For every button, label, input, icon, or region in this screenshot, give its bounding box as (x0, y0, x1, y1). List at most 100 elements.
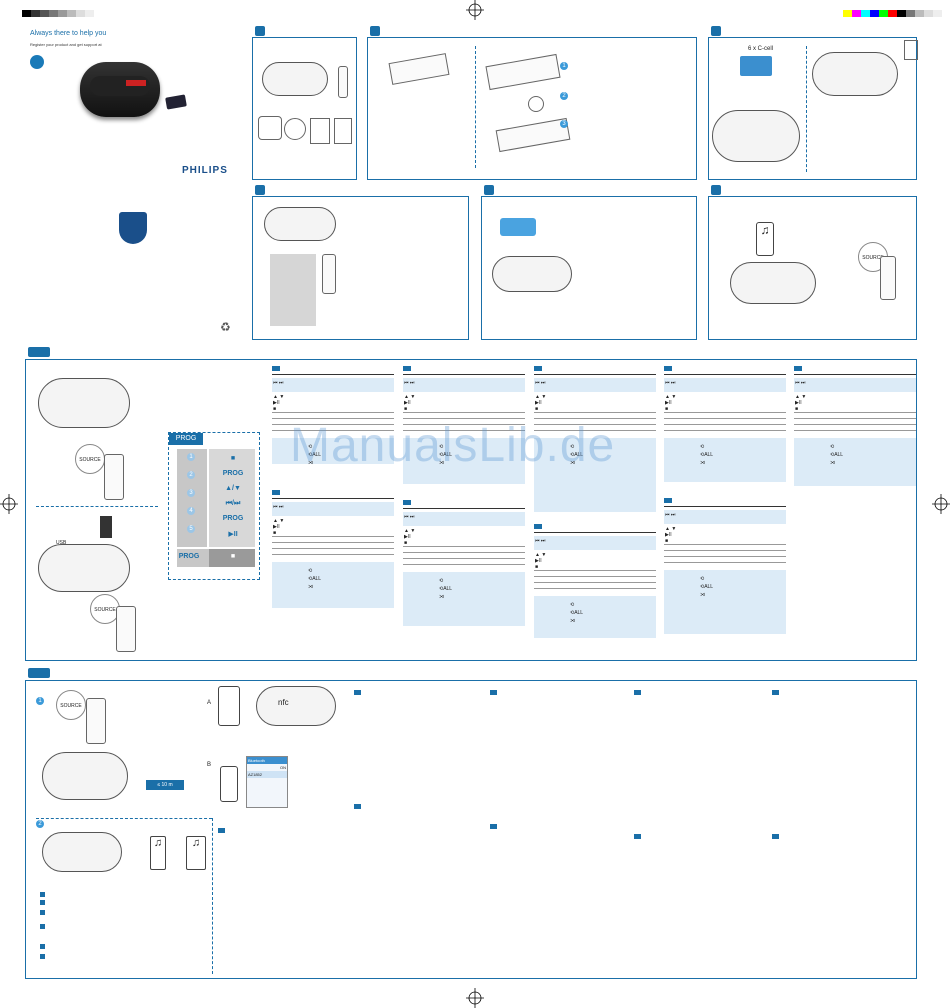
col-shade-bottom (403, 438, 525, 484)
col-rule (664, 506, 786, 507)
coin-battery (528, 96, 544, 112)
col-line (272, 548, 394, 549)
col-line (272, 424, 394, 425)
col-shade-bottom (664, 570, 786, 634)
col-line (403, 418, 525, 419)
repeat-one-icon: ⟲ (308, 444, 313, 450)
speaker-charge (492, 256, 572, 292)
repeat-all-icon: ⟲ALL (570, 610, 584, 616)
program-step-2: 2 (187, 471, 195, 479)
col-header-mark-2 (534, 366, 542, 371)
col-header-mark-1 (403, 366, 411, 371)
color-bar-left-swatch (85, 10, 94, 17)
bt-bullet-2 (40, 910, 45, 915)
col-line (403, 412, 525, 413)
stop-label: ■ (535, 406, 539, 412)
updown-label: ▲ ▼ (535, 394, 547, 400)
music-player: ♫ (756, 222, 774, 256)
step-3: 3 (560, 120, 568, 128)
program-action-3: ▲/▼ (225, 485, 241, 492)
col-line (664, 544, 786, 545)
col-line (272, 430, 394, 431)
repeat-all-icon: ⟲ALL (830, 452, 844, 458)
bt-section-mark-2 (634, 690, 641, 695)
speaker-nfc (256, 686, 336, 726)
col-line (272, 412, 394, 413)
color-bar-right-swatch (843, 10, 852, 17)
color-bar-right-swatch (852, 10, 861, 17)
bt-step-1: 1 (36, 697, 44, 705)
color-bar-right-swatch (924, 10, 933, 17)
stop-label: ■ (665, 406, 669, 412)
program-cancel-label: PROG (178, 553, 200, 560)
bt-dialog-on[interactable]: ON (280, 765, 286, 770)
step-1: 1 (560, 62, 568, 70)
color-bar-left (22, 4, 103, 17)
step-2: 2 (560, 92, 568, 100)
remote-usb (116, 606, 136, 652)
bt-divider (36, 818, 212, 819)
col-line (794, 430, 916, 431)
phone-charging (500, 218, 536, 236)
repeat-one-icon: ⟲ (570, 602, 575, 608)
bt-bullet-0 (40, 892, 45, 897)
program-step-5: 5 (187, 525, 195, 533)
skip-label: ⏮ ⏭ (535, 538, 546, 544)
remote-audio-in (880, 256, 896, 300)
col-line (664, 424, 786, 425)
color-bar-right-swatch (870, 10, 879, 17)
col-rule (534, 374, 656, 375)
col-line (403, 564, 525, 565)
color-bar-right-swatch (933, 10, 942, 17)
updown-label: ▲ ▼ (404, 394, 416, 400)
col-header-mark-4 (794, 366, 802, 371)
color-bar-right-swatch (861, 10, 870, 17)
clock-icon (255, 185, 265, 195)
bt-section-mark-4 (354, 804, 361, 809)
bt-dialog-title: Bluetooth (247, 757, 287, 764)
adapter-illustration (258, 116, 282, 140)
source-button-usb[interactable]: SOURCE (90, 594, 120, 624)
skip-label: ⏮ ⏭ (665, 512, 676, 518)
repeat-all-icon: ⟲ALL (700, 584, 714, 590)
col-shade-bottom (272, 562, 394, 608)
program-stop-label: ■ (230, 553, 236, 560)
col-shade-bottom (534, 596, 656, 638)
stop-label: ■ (404, 406, 408, 412)
nfc-phone (218, 686, 240, 726)
col-header-mark-0b (272, 490, 280, 495)
updown-label: ▲ ▼ (273, 394, 285, 400)
col-line (403, 430, 525, 431)
source-button-bt[interactable]: SOURCE (56, 690, 86, 720)
stop-label: ■ (535, 564, 539, 570)
repeat-one-icon: ⟲ (439, 444, 444, 450)
col-line (272, 542, 394, 543)
shuffle-icon: ⋊ (700, 460, 705, 466)
col-rule (403, 374, 525, 375)
source-button-cd[interactable]: SOURCE (75, 444, 105, 474)
bt-bullet-3 (40, 924, 45, 929)
shuffle-icon: ⋊ (700, 592, 705, 598)
docs-illustration-2 (334, 118, 352, 144)
bt-section-mark-7 (634, 834, 641, 839)
clock-steps-box (270, 254, 316, 326)
usb-label: USB (56, 540, 67, 546)
color-bar-left-swatch (40, 10, 49, 17)
audio-in-icon (711, 185, 721, 195)
cable-illustration (284, 118, 306, 140)
bt-settings-dialog: Bluetooth ON AZ1852 (246, 756, 288, 808)
color-bar-left-swatch (31, 10, 40, 17)
program-action-5: PROG (222, 515, 244, 522)
updown-label: ▲ ▼ (665, 394, 677, 400)
speaker-usb (38, 544, 130, 592)
col-line (534, 430, 656, 431)
program-cancel-row (177, 549, 215, 567)
col-line (664, 562, 786, 563)
bt-dialog-device[interactable]: AZ1852 (247, 771, 287, 778)
skip-label: ⏮ ⏭ (535, 380, 546, 386)
col-shade (664, 510, 786, 524)
color-bar-right-swatch (843, 28, 852, 35)
speaker-cd (38, 378, 130, 428)
col-shade (534, 536, 656, 550)
cover-tagline: Always there to help you (30, 30, 107, 37)
